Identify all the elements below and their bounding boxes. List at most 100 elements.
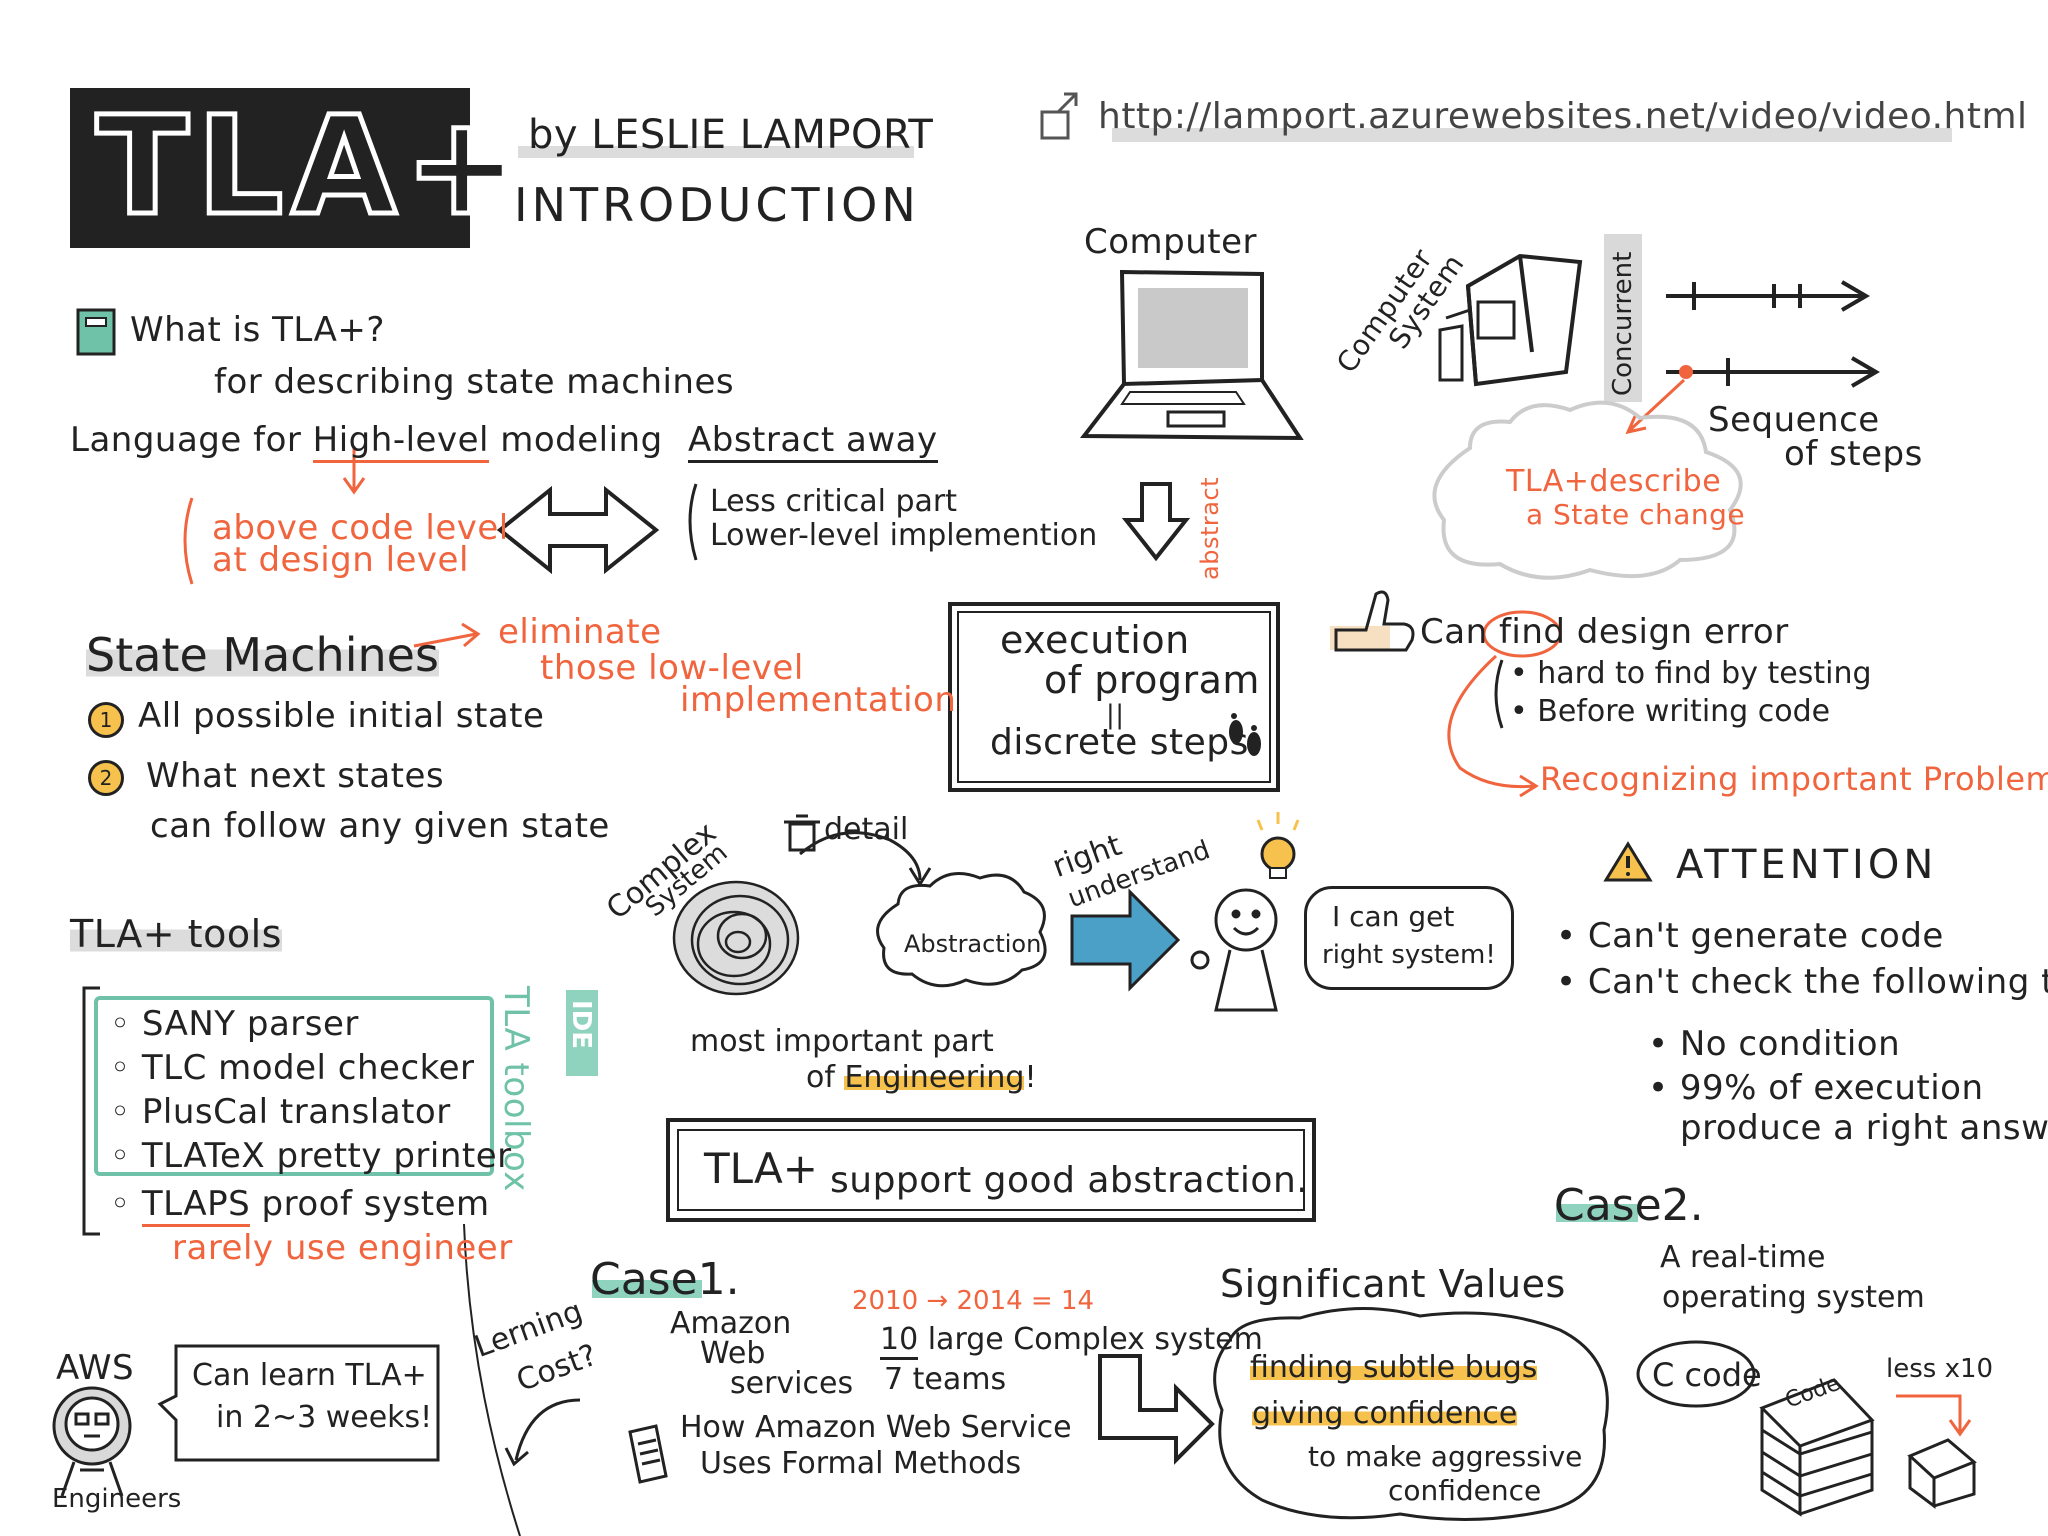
case1-highlight [592, 1280, 702, 1298]
toolbox-label: TLA toolbox [496, 986, 536, 1192]
case1-years: 2010 → 2014 = 14 [852, 1286, 1095, 1316]
external-link-icon [1040, 92, 1078, 140]
design-error-b2: • Before writing code [1510, 694, 1831, 729]
language-high: High-level [312, 420, 489, 463]
what-is-question: What is TLA+? [130, 310, 385, 350]
attention-b1-text: Can't generate code [1587, 916, 1944, 956]
lightbulb-icon [1256, 812, 1300, 879]
case2-title: Case2. [1554, 1180, 1704, 1231]
aws-speech-2: in 2~3 weeks! [216, 1400, 433, 1435]
case2-highlight [1556, 1204, 1638, 1222]
number-badge-2: 2 [88, 760, 124, 796]
execution-box-inner [957, 611, 1271, 783]
state-item-2a: What next states [146, 756, 445, 796]
paper-title-1: How Amazon Web Service [680, 1410, 1072, 1445]
abstract-away-title: Abstract away [688, 420, 938, 463]
value-1: finding subtle bugs [1250, 1350, 1538, 1385]
ccode-label: C code [1652, 1356, 1762, 1394]
design-error-can: Can [1420, 612, 1499, 652]
timeline-arrows [1666, 280, 1880, 388]
right-system-bubble [1304, 886, 1514, 990]
byline: by LESLIE LAMPORT [528, 112, 934, 158]
right-arrow-icon [1070, 888, 1181, 992]
language-suffix: modeling [488, 420, 663, 460]
values-title: Significant Values [1220, 1262, 1566, 1306]
paper-icon [628, 1424, 668, 1484]
arrow-red-diag [1625, 378, 1686, 435]
divider-line [463, 1223, 521, 1536]
warning-icon [1603, 841, 1653, 882]
aws-speech-bubble [157, 1344, 440, 1462]
tool-item-1-text: SANY parser [141, 1004, 359, 1044]
down-right-arrow-icon [1098, 1354, 1215, 1465]
support-box-outer [666, 1118, 1316, 1222]
most-important-1: most important part [690, 1024, 994, 1059]
paper-title-2: Uses Formal Methods [700, 1446, 1022, 1481]
find-circle [1482, 610, 1562, 658]
arrow-red-down [1896, 1394, 1972, 1437]
right-speech-2: right system! [1322, 940, 1496, 970]
thumbs-up-icon [1330, 590, 1415, 652]
execution-line2: of program [1044, 658, 1260, 702]
person-icon [1190, 888, 1278, 1012]
attention-s2a-text: 99% of execution [1679, 1068, 1984, 1108]
execution-line1: execution [1000, 618, 1190, 662]
case1-teams: 7 teams [884, 1362, 1007, 1397]
support-tla: TLA+ [704, 1144, 818, 1193]
design-error-line: Can find design error [1420, 612, 1789, 652]
design-error-rest: design error [1565, 612, 1789, 652]
most-excl: ! [1024, 1060, 1037, 1095]
scribble-icon [672, 880, 800, 996]
small-paper-icon [1907, 1438, 1977, 1509]
case1-ten: 10 [880, 1322, 919, 1360]
tool-item-3-text: PlusCal translator [141, 1092, 451, 1132]
ccode-bubble [1636, 1340, 1756, 1408]
attention-s2a: • 99% of execution [1648, 1068, 1984, 1108]
aws-speech-1: Can learn TLA+ [192, 1358, 427, 1393]
execution-line3: discrete steps [990, 722, 1249, 763]
what-is-answer: for describing state machines [214, 362, 735, 402]
lower-level: Lower-level implemention [710, 518, 1098, 553]
attention-title: ATTENTION [1676, 842, 1938, 888]
eliminate-3: implementation [680, 680, 957, 720]
curve-arrow [504, 1398, 581, 1467]
paper-stack-icon [1759, 1378, 1875, 1517]
concurrent-label: Concurrent [1608, 251, 1638, 396]
ide-badge [566, 990, 598, 1076]
amazon-3: services [730, 1366, 854, 1401]
most-of: of [806, 1060, 845, 1095]
value-2: giving confidence [1252, 1396, 1518, 1431]
abstraction-label: Abstraction [904, 930, 1042, 958]
attention-b2: • Can't check the following things [1556, 962, 2048, 1002]
page-title: INTRODUCTION [514, 178, 920, 232]
amazon-2: Web [700, 1336, 766, 1371]
down-arrow-icon [342, 446, 366, 495]
abstraction-cloud [876, 872, 1047, 988]
double-arrow-icon [496, 485, 660, 575]
source-url[interactable]: http://lamport.azurewebsites.net/video/v… [1098, 96, 2028, 137]
url-highlight [1112, 128, 1952, 142]
toolbox-frame [94, 996, 494, 1176]
abstract-arrow-icon [1121, 482, 1191, 562]
case1-large: 10 large Complex system [880, 1322, 1263, 1360]
most-important-2: of Engineering! [806, 1060, 1036, 1095]
language-prefix: Language for [70, 420, 313, 460]
bracket [688, 483, 698, 561]
tool-item-2: ◦ TLC model checker [110, 1048, 475, 1088]
right-speech-1: I can get [1332, 900, 1455, 933]
aws-label: AWS [56, 1348, 135, 1388]
trash-icon [784, 814, 820, 852]
eliminate-2: those low-level [540, 648, 804, 688]
state-item-1: All possible initial state [138, 696, 545, 736]
sequence-2: of steps [1784, 434, 1923, 474]
design-error-find: find [1498, 612, 1566, 652]
abstract-label: abstract [1196, 476, 1224, 580]
above-code-level: above code level [212, 508, 509, 548]
case1-large-text: large Complex system [918, 1322, 1263, 1357]
execution-box-outer [948, 602, 1280, 792]
cloud-text-1: TLA+describe [1506, 464, 1722, 499]
concurrent-bg [1604, 234, 1642, 402]
logo-text: TLA+ [94, 88, 527, 246]
less-x10: less x10 [1886, 1354, 1994, 1384]
